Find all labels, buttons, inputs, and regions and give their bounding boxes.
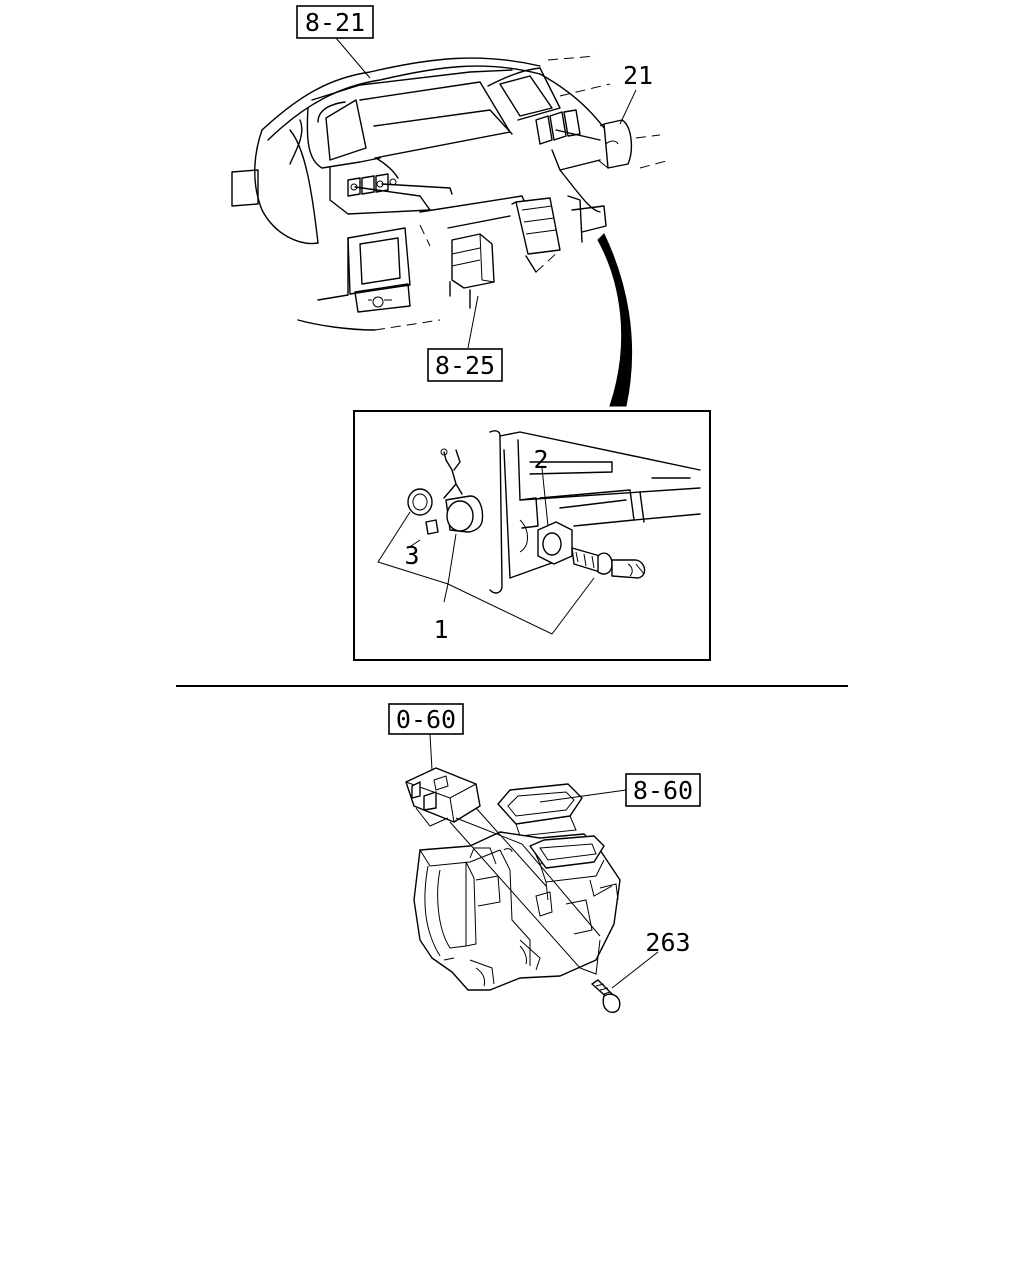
heater-unit-drawing bbox=[405, 733, 659, 1014]
ref-box-8-25[interactable]: 8-25 bbox=[427, 348, 503, 382]
callout-263: 263 bbox=[645, 928, 690, 957]
leader-8-25 bbox=[467, 295, 479, 349]
callout-21: 21 bbox=[623, 61, 653, 90]
callout-1: 1 bbox=[433, 615, 448, 644]
ref-label-8-21: 8-21 bbox=[305, 8, 365, 37]
ref-box-0-60[interactable]: 0-60 bbox=[388, 703, 464, 735]
leader-21 bbox=[619, 89, 637, 125]
detail-connector-curve bbox=[597, 233, 633, 407]
callout-2: 2 bbox=[533, 445, 548, 474]
ref-label-8-60: 8-60 bbox=[633, 776, 693, 805]
ref-box-8-60[interactable]: 8-60 bbox=[625, 773, 701, 807]
leader-8-21 bbox=[335, 37, 371, 79]
instrument-panel-drawing bbox=[231, 55, 671, 331]
ref-box-8-21[interactable]: 8-21 bbox=[296, 5, 374, 39]
ref-label-8-25: 8-25 bbox=[435, 351, 495, 380]
ref-label-0-60: 0-60 bbox=[396, 705, 456, 734]
cigar-lighter-detail bbox=[353, 410, 711, 661]
detail-frame bbox=[353, 410, 711, 661]
callout-3: 3 bbox=[404, 541, 419, 570]
